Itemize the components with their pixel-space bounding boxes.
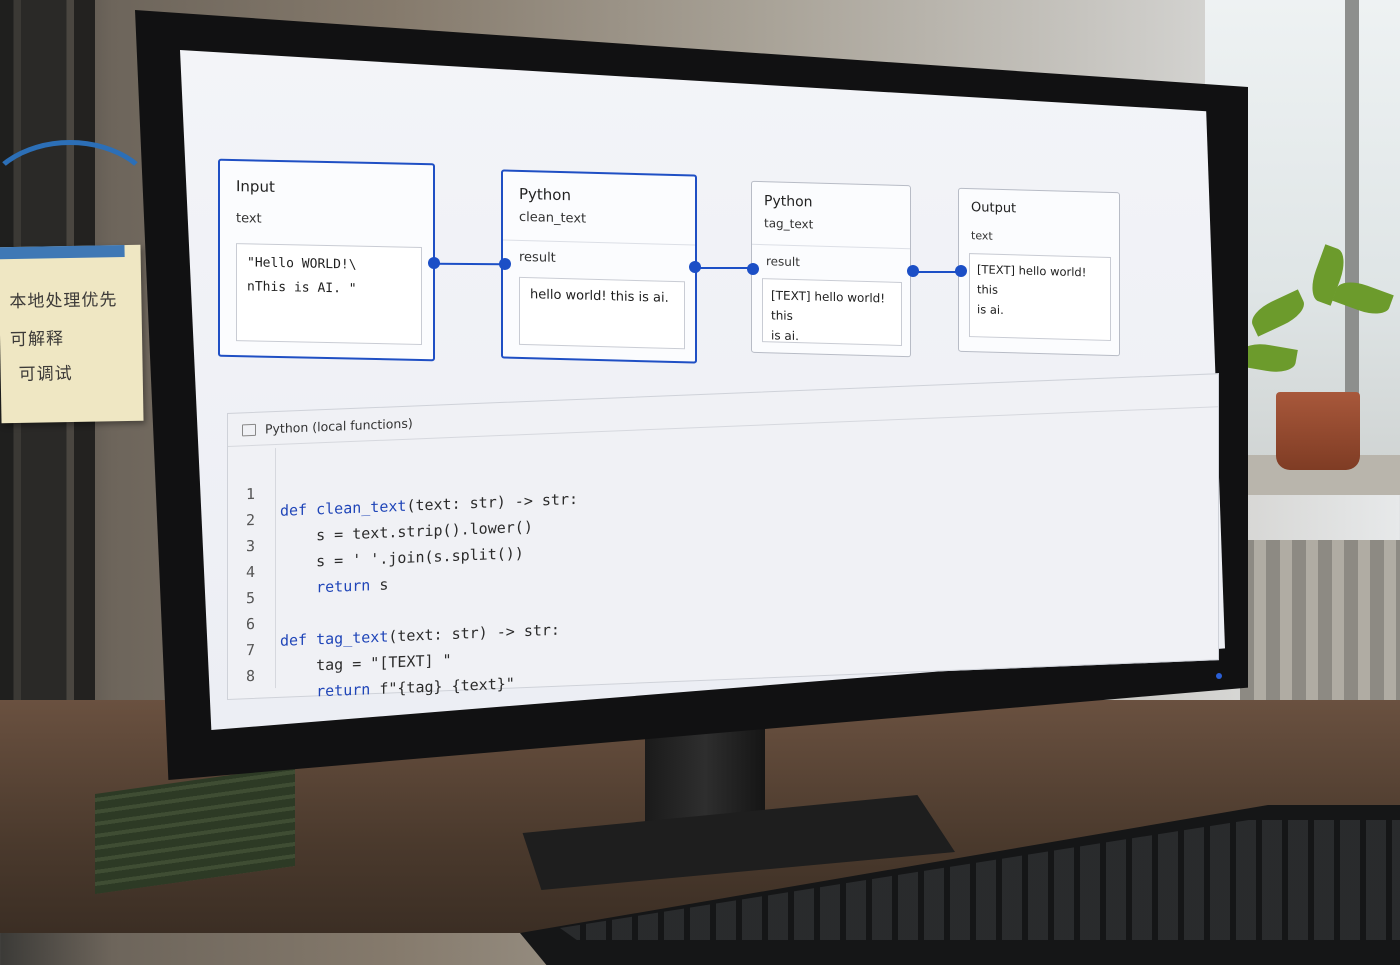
node-title: Python [519,184,571,205]
input-text-field[interactable]: "Hello WORLD!\ nThis is AI. " [236,243,422,346]
sticky-line: 可解释 [9,329,65,351]
input-port-dot[interactable] [747,263,759,275]
code-function-name: clean_text [316,496,407,519]
output-port-dot[interactable] [907,265,919,277]
code-keyword: return [280,576,371,598]
node-port-label: result [766,254,800,270]
node-port-label: result [519,249,556,266]
line-number: 8 [246,666,256,686]
code-text: tag = "[TEXT] " [280,650,452,676]
connection-wire [914,271,960,273]
code-panel[interactable]: Python (local functions) 1 def clean_tex… [227,373,1219,700]
sticky-tape [0,245,125,260]
node-clean-text[interactable]: Python clean_text result hello world! th… [501,169,697,364]
code-keyword: return [280,680,371,702]
code-text: (text: str) -> str: [406,489,579,515]
window-frame [1345,0,1359,470]
node-title: Output [971,200,1017,217]
input-value-line: nThis is AI. " [247,279,357,297]
node-function-name: tag_text [764,216,814,232]
input-port-dot[interactable] [499,258,511,270]
output-port-dot[interactable] [689,261,701,273]
output-value: [TEXT] hello world! this is ai. [969,253,1111,342]
code-line[interactable]: 7 tag = "[TEXT] " [228,622,452,675]
node-input[interactable]: Input text "Hello WORLD!\ nThis is AI. " [218,158,435,362]
code-text: s = ' '.join(s.split()) [280,544,524,572]
code-text: (text: str) -> str: [388,620,560,646]
input-value-line: "Hello WORLD!\ [247,255,357,273]
network-cable [0,140,160,270]
output-port-dot[interactable] [428,257,440,269]
code-text: s = text.strip().lower() [280,517,533,546]
code-line[interactable]: 1 def clean_text(text: str) -> str: [228,466,578,520]
output-value-line: [TEXT] hello world! this [977,262,1087,297]
node-port-label: text [236,211,262,227]
code-line[interactable]: 8 return f"{tag} {text}" [228,648,515,701]
node-output[interactable]: Output text [TEXT] hello world! this is … [958,187,1120,357]
plant-pot [1276,392,1360,470]
power-led [1216,673,1222,679]
node-title: Python [764,193,813,211]
code-function-name: tag_text [316,627,389,649]
result-value: [TEXT] hello world! this is ai. [762,278,902,346]
code-panel-title: Python (local functions) [265,415,413,437]
code-text: s [370,575,389,595]
node-function-name: clean_text [519,209,587,227]
code-line[interactable]: 4 return s [228,544,388,597]
sticky-line: 可调试 [18,363,73,385]
output-value-line: is ai. [977,302,1004,318]
code-line[interactable]: 5 [228,570,282,607]
code-line[interactable]: 3 s = ' '.join(s.split()) [228,518,524,571]
node-tag-text[interactable]: Python tag_text result [TEXT] hello worl… [751,180,911,358]
sticky-line: 本地处理优先 [9,290,118,313]
result-value-line: [TEXT] hello world! this [771,288,886,323]
result-value-line: is ai. [771,328,799,344]
node-title: Input [236,177,275,196]
code-keyword: def [280,630,317,650]
result-value-line: hello world! this is ai. [530,287,669,306]
node-divider [752,243,910,250]
result-value: hello world! this is ai. [519,276,685,350]
node-port-label: text [971,229,993,243]
node-divider [503,239,695,246]
panel-icon [242,423,256,437]
code-line[interactable]: 6 def tag_text(text: str) -> str: [228,596,560,650]
sticky-note: 本地处理优先 可解释 可调试 [0,244,144,424]
code-keyword: def [280,500,317,520]
connection-wire [696,267,752,269]
input-port-dot[interactable] [955,265,967,277]
code-line[interactable]: 2 s = text.strip().lower() [228,492,533,545]
